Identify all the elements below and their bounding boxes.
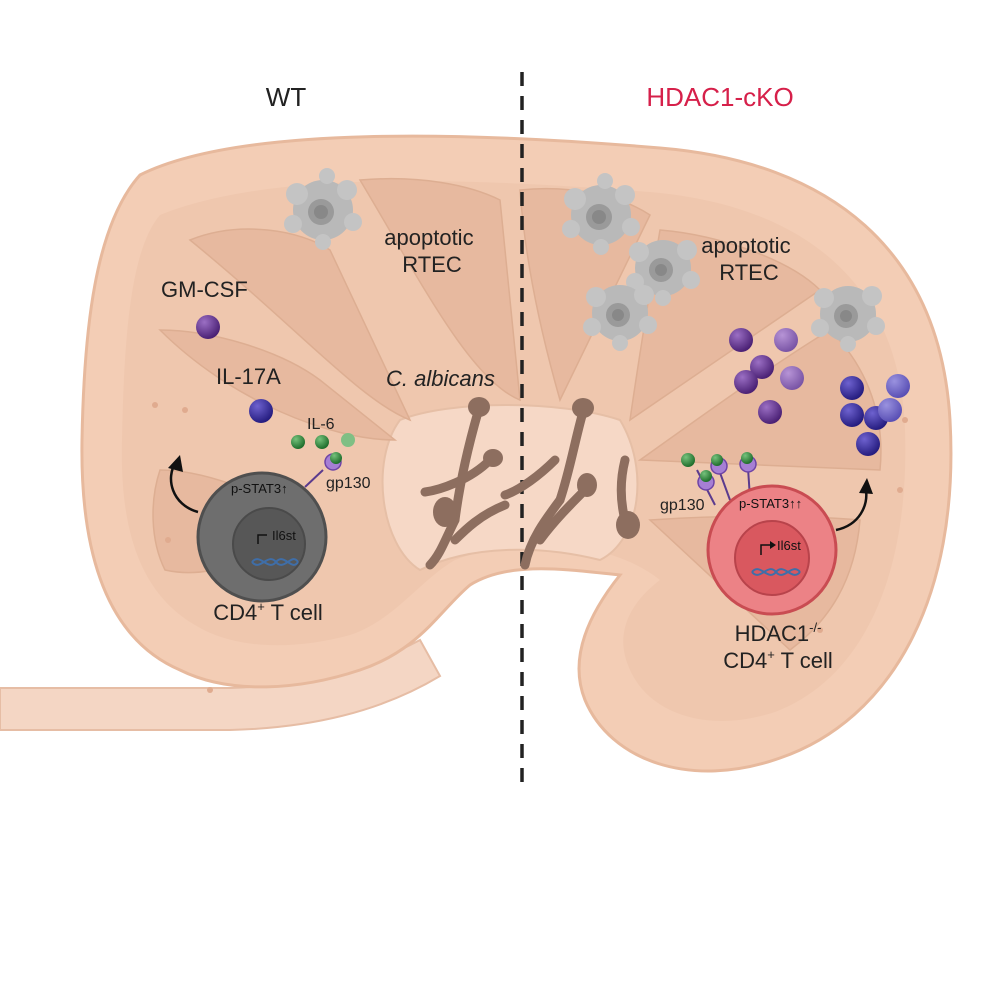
gene-label-right: Il6st — [777, 538, 801, 553]
pyramid — [188, 228, 412, 422]
cd4-t-cell-label-left: CD4+ T cell — [213, 599, 323, 625]
pyramid — [158, 329, 398, 441]
dna-icon — [751, 568, 801, 576]
yeast-cell — [468, 397, 490, 417]
vessel-dot — [817, 627, 823, 633]
yeast-cell — [433, 497, 457, 527]
dna-icon — [251, 558, 299, 566]
gm-csf-molecule — [750, 355, 774, 379]
il-6-molecule — [341, 433, 355, 447]
il-17a-molecule — [840, 403, 864, 427]
label-line: RTEC — [402, 252, 462, 277]
gp130-stalk — [304, 469, 324, 488]
cd4-prefix: CD4 — [723, 648, 767, 673]
vessel-dots — [152, 402, 908, 693]
pstat3-label-right: p-STAT3↑↑ — [739, 496, 802, 511]
pstat3-text: p-STAT3 — [231, 481, 281, 496]
il-6-molecule — [315, 435, 329, 449]
vessel-dot — [165, 537, 171, 543]
gp130-label-right: gp130 — [660, 497, 705, 514]
il-17a-molecule — [886, 374, 910, 398]
gm-csf-molecule — [729, 328, 753, 352]
pyramid — [358, 177, 521, 402]
promoter-active-icon — [760, 544, 771, 555]
hdac1-prefix: HDAC1 — [735, 621, 810, 646]
c-albicans-label: C. albicans — [386, 366, 495, 391]
vessel-dot — [902, 417, 908, 423]
c-albicans-cells — [433, 397, 640, 539]
pstat3-up-arrows: ↑↑ — [789, 496, 802, 511]
cd4-suffix: T cell — [775, 648, 833, 673]
yeast-cell — [572, 398, 594, 418]
apoptotic-rtec-cell — [811, 286, 885, 352]
apoptotic-rtec-cell — [562, 173, 640, 255]
yeast-cell — [616, 511, 640, 539]
cko-cell-nucleus — [734, 520, 810, 596]
wt-cd4-t-cell: p-STAT3↑ Il6st — [196, 471, 328, 603]
il-6-label: IL-6 — [307, 416, 335, 433]
pstat3-label-left: p-STAT3↑ — [231, 481, 288, 496]
cd4-sup: + — [767, 647, 775, 662]
yeast-cell — [577, 473, 597, 497]
pyramid — [637, 329, 882, 471]
hdac1-sup: -/- — [809, 620, 821, 635]
gp130-label-left: gp130 — [326, 475, 371, 492]
il-6-bound — [711, 454, 723, 466]
secretion-arrowhead-right — [859, 478, 873, 494]
il-17a-molecule — [878, 398, 902, 422]
il-17a-molecule — [856, 432, 880, 456]
il-6-bound — [330, 452, 342, 464]
rtec-cells — [284, 168, 885, 352]
vessel-dot — [207, 687, 213, 693]
renal-pelvis — [381, 404, 639, 572]
gm-csf-label: GM-CSF — [161, 277, 248, 302]
vessel-dot — [897, 487, 903, 493]
vessel-dot — [152, 402, 158, 408]
secretion-arrowhead-left — [168, 455, 183, 472]
cd4-t-cell-label-right: CD4+ T cell — [723, 647, 833, 673]
il-6-bound — [700, 470, 712, 482]
wt-cell-nucleus — [232, 507, 306, 581]
gm-csf-molecule — [758, 400, 782, 424]
wt-title: WT — [266, 82, 307, 112]
cd4-prefix: CD4 — [213, 600, 257, 625]
promoter-blocked-icon — [257, 534, 267, 544]
gm-csf-molecule — [196, 315, 220, 339]
il-17a-label: IL-17A — [216, 364, 281, 389]
apoptotic-rtec-cell — [583, 285, 657, 351]
label-line: RTEC — [719, 260, 779, 285]
cko-title: HDAC1-cKO — [646, 82, 793, 112]
il-6-molecule — [681, 453, 695, 467]
c-albicans-hyphae — [420, 407, 630, 570]
gm-csf-molecule — [780, 366, 804, 390]
apoptotic-rtec-cell — [626, 240, 700, 306]
gp130-stalk — [718, 469, 731, 501]
pstat3-up-arrow: ↑ — [281, 481, 288, 496]
il-6-bound — [741, 452, 753, 464]
il-17a-molecule — [840, 376, 864, 400]
hdac1-label-right: HDAC1-/- — [735, 620, 822, 646]
gm-csf-molecule — [774, 328, 798, 352]
gene-label-left: Il6st — [272, 528, 296, 543]
apoptotic-rtec-label-right: apoptotic RTEC — [701, 233, 796, 285]
promoter-arrowhead — [770, 541, 776, 549]
cd4-sup: + — [257, 599, 265, 614]
il-6-molecule — [291, 435, 305, 449]
apoptotic-rtec-label-left: apoptotic RTEC — [384, 225, 479, 277]
cd4-suffix: T cell — [265, 600, 323, 625]
pstat3-text: p-STAT3 — [739, 496, 789, 511]
right-cytokines — [729, 328, 910, 456]
apoptotic-rtec-cell — [284, 168, 362, 250]
secretion-arrow-right — [835, 489, 868, 532]
gm-csf-molecule — [734, 370, 758, 394]
label-line: apoptotic — [701, 233, 790, 258]
vessel-dot — [182, 407, 188, 413]
cko-cd4-t-cell: p-STAT3↑↑ Il6st — [706, 484, 838, 616]
label-line: apoptotic — [384, 225, 473, 250]
yeast-cell — [483, 449, 503, 467]
right-receptors — [681, 452, 757, 506]
il-17a-molecule — [249, 399, 273, 423]
